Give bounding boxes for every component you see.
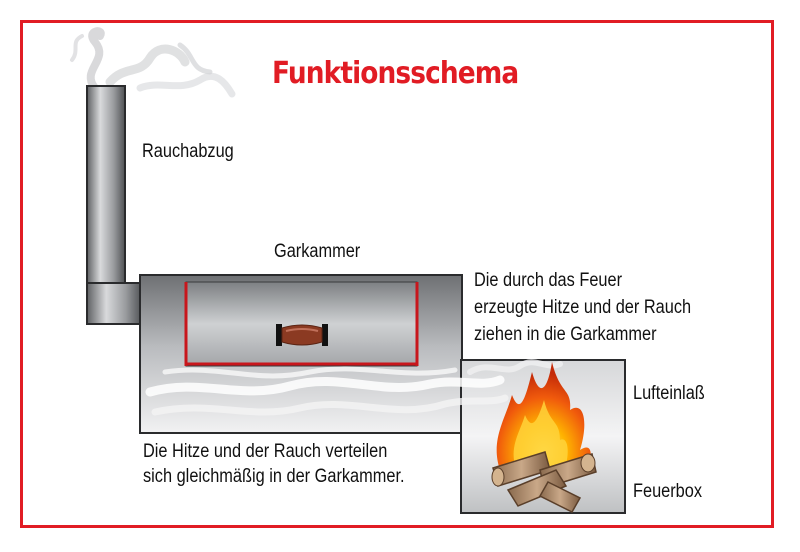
chimney-smoke <box>72 31 232 94</box>
sausage-icon <box>276 324 328 346</box>
page-title: Funktionsschema <box>272 56 518 91</box>
label-air-inlet: Lufteinlaß <box>633 382 705 406</box>
label-cooking-chamber: Garkammer <box>274 240 360 264</box>
label-fire-heat-line2: erzeugte Hitze und der Rauch <box>474 296 691 320</box>
label-distribution-line1: Die Hitze und der Rauch verteilen <box>143 440 387 464</box>
label-distribution-line2: sich gleichmäßig in der Garkammer. <box>143 465 405 489</box>
label-fire-heat-line3: ziehen in die Garkammer <box>474 323 657 347</box>
chimney-pipe <box>87 86 142 324</box>
label-fire-heat-line1: Die durch das Feuer <box>474 269 622 293</box>
label-firebox: Feuerbox <box>633 480 702 504</box>
label-chimney: Rauchabzug <box>142 140 234 164</box>
